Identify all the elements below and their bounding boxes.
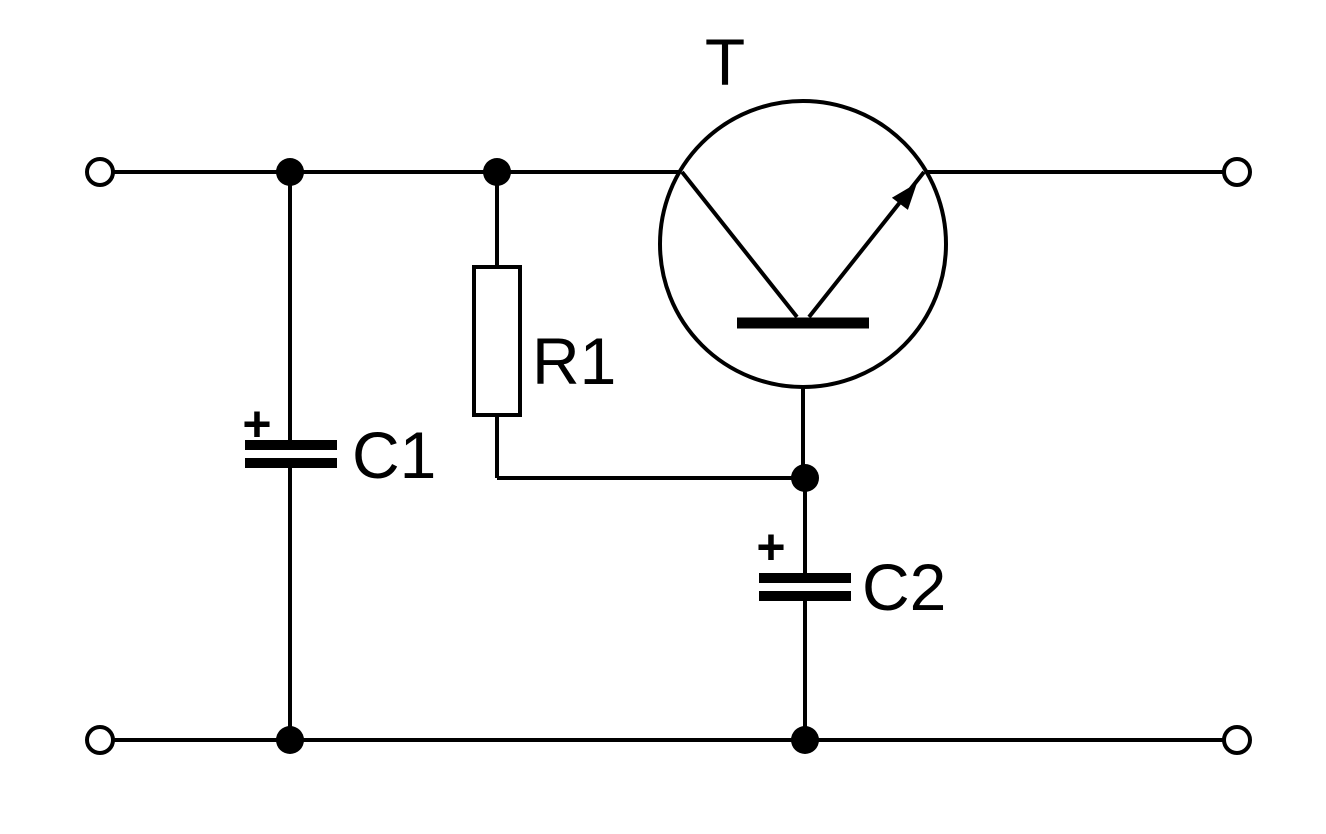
terminal-top-left [85,157,115,187]
junction-dot [276,158,304,186]
junction-dots [276,158,819,754]
transistor-circle [658,99,948,389]
capacitor1-label: C1 [352,418,436,492]
junction-dot [791,464,819,492]
labels: T R1 C1 C2 + + [242,25,946,624]
transistor-emitter-arrow-icon [891,183,917,210]
capacitor-c1 [245,440,337,468]
terminal-bottom-right [1222,725,1252,755]
c2-polarity-plus-icon: + [756,519,785,575]
junction-dot [791,726,819,754]
transistor-symbol [658,99,948,389]
transistor-label: T [705,25,745,99]
junction-dot [276,726,304,754]
terminal-top-right [1222,157,1252,187]
resistor-r1 [472,265,522,417]
c1-polarity-plus-icon: + [242,396,271,452]
resistor-label: R1 [532,324,616,398]
transistor-collector-line [680,170,799,319]
junction-dot [483,158,511,186]
terminals [85,157,1252,755]
resistor-body [472,265,522,417]
terminal-bottom-left [85,725,115,755]
capacitor2-label: C2 [862,550,946,624]
capacitor-c2 [759,573,851,601]
